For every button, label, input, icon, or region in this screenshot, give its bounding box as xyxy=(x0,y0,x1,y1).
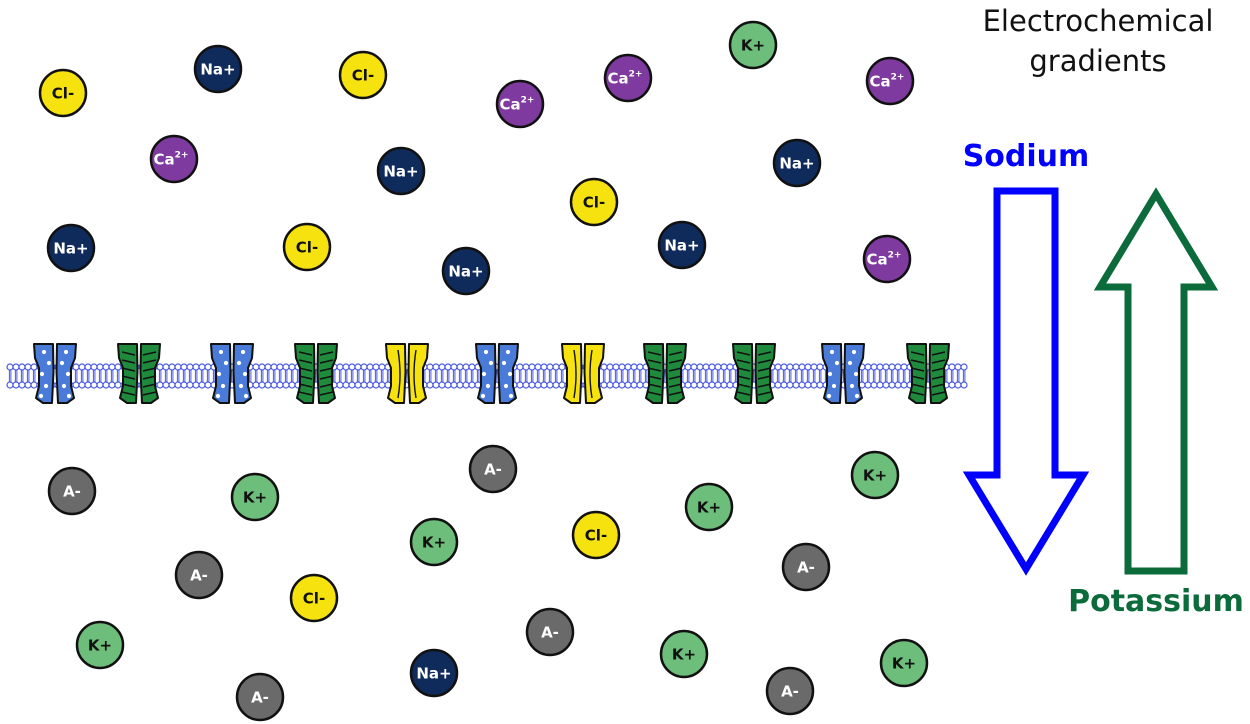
ion-sodium: Na+ xyxy=(48,225,94,271)
ion-sodium: Na+ xyxy=(443,248,489,294)
ion-label: K+ xyxy=(88,637,112,655)
ion-potassium: K+ xyxy=(77,622,123,668)
ion-potassium: K+ xyxy=(661,631,707,677)
title-line-2: gradients xyxy=(1029,44,1166,78)
ion-calcium: Ca2+ xyxy=(151,136,197,182)
ion-label: Cl- xyxy=(296,239,318,257)
ion-sodium: Na+ xyxy=(659,222,705,268)
ion-label: A- xyxy=(63,483,81,501)
ion-sodium: Na+ xyxy=(774,140,820,186)
ion-label: A- xyxy=(484,461,502,479)
ion-calcium: Ca2+ xyxy=(864,236,910,282)
ion-label: Cl- xyxy=(585,527,607,545)
ion-potassium: K+ xyxy=(232,474,278,520)
ion-label: Na+ xyxy=(448,263,483,281)
ion-potassium: K+ xyxy=(881,640,927,686)
ion-label: Cl- xyxy=(352,67,374,85)
ion-label: K+ xyxy=(243,489,267,507)
sodium-label: Sodium xyxy=(963,139,1090,174)
ion-label: Na+ xyxy=(416,665,451,683)
ion-potassium: K+ xyxy=(852,452,898,498)
ion-label: K+ xyxy=(672,646,696,664)
channel-potassium xyxy=(295,344,337,403)
channel-potassium xyxy=(907,344,949,403)
sodium-gradient-arrow-down xyxy=(969,191,1083,569)
ion-anion: A- xyxy=(49,468,95,514)
ion-anion: A- xyxy=(783,544,829,590)
ion-chloride: Cl- xyxy=(291,575,337,621)
ion-calcium: Ca2+ xyxy=(497,81,543,127)
ion-label: Cl- xyxy=(52,85,74,103)
ion-sodium: Na+ xyxy=(411,650,457,696)
ion-anion: A- xyxy=(527,609,573,655)
channel-potassium xyxy=(733,344,775,403)
ion-anion: A- xyxy=(767,668,813,714)
ion-sodium: Na+ xyxy=(378,148,424,194)
ion-label: K+ xyxy=(422,534,446,552)
ion-potassium: K+ xyxy=(730,22,776,68)
ion-label: Na+ xyxy=(664,237,699,255)
ion-anion: A- xyxy=(237,674,283,720)
ion-label: Na+ xyxy=(383,163,418,181)
ion-calcium: Ca2+ xyxy=(605,55,651,101)
ion-chloride: Cl- xyxy=(284,224,330,270)
ion-label: Na+ xyxy=(779,155,814,173)
ion-chloride: Cl- xyxy=(571,179,617,225)
potassium-gradient-arrow-up xyxy=(1100,194,1212,571)
title-line-1: Electrochemical xyxy=(983,4,1214,38)
channel-chloride xyxy=(562,344,604,403)
channel-sodium xyxy=(211,344,253,403)
ion-chloride: Cl- xyxy=(573,512,619,558)
ion-label: A- xyxy=(251,689,269,707)
ion-label: Cl- xyxy=(583,194,605,212)
channel-sodium xyxy=(34,344,76,403)
ion-label: Na+ xyxy=(53,240,88,258)
ion-label: K+ xyxy=(863,467,887,485)
ion-anion: A- xyxy=(176,552,222,598)
ion-chloride: Cl- xyxy=(340,52,386,98)
ion-sodium: Na+ xyxy=(195,46,241,92)
ion-chloride: Cl- xyxy=(40,70,86,116)
ion-anion: A- xyxy=(470,446,516,492)
ion-label: A- xyxy=(541,624,559,642)
ion-label: K+ xyxy=(697,499,721,517)
ion-label: A- xyxy=(797,559,815,577)
ion-label: K+ xyxy=(741,37,765,55)
ion-label: Na+ xyxy=(200,61,235,79)
ion-label: Cl- xyxy=(303,590,325,608)
ion-label: K+ xyxy=(892,655,916,673)
channel-potassium xyxy=(118,344,160,403)
potassium-label: Potassium xyxy=(1068,584,1244,619)
ion-potassium: K+ xyxy=(411,519,457,565)
ion-label: A- xyxy=(781,683,799,701)
ion-label: A- xyxy=(190,567,208,585)
ion-calcium: Ca2+ xyxy=(867,58,913,104)
ion-potassium: K+ xyxy=(686,484,732,530)
